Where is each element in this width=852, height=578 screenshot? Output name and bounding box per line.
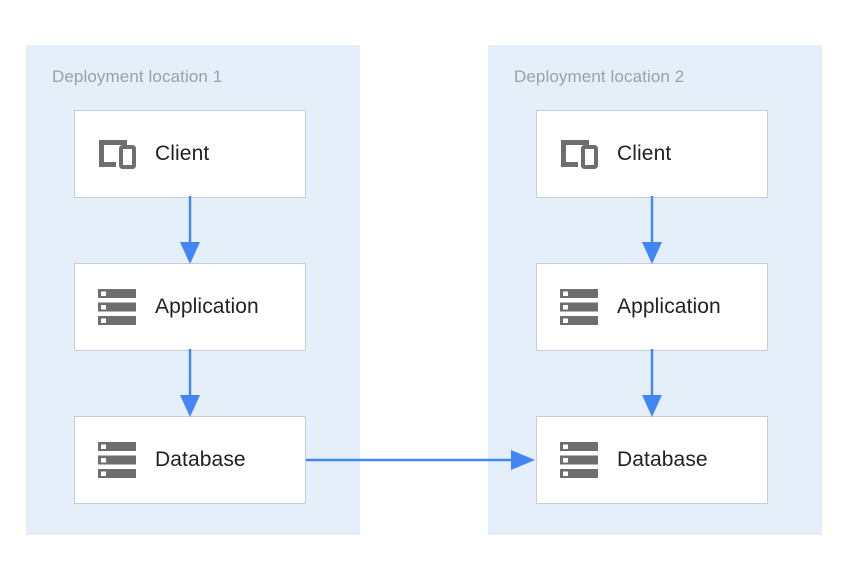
- node-application-2-label: Application: [617, 295, 721, 318]
- server-icon: [95, 439, 139, 481]
- node-database-2-label: Database: [617, 448, 708, 471]
- connector-client2-to-application2: [642, 196, 662, 264]
- connector-database1-to-database2: [306, 450, 535, 470]
- node-client-2[interactable]: Client: [536, 110, 768, 198]
- server-icon: [95, 286, 139, 328]
- node-database-1-label: Database: [155, 448, 246, 471]
- node-client-2-label: Client: [617, 142, 672, 165]
- node-database-1[interactable]: Database: [74, 416, 306, 504]
- connector-application2-to-database2: [642, 349, 662, 417]
- node-database-2[interactable]: Database: [536, 416, 768, 504]
- zone-2-title: Deployment location 2: [514, 67, 685, 86]
- devices-icon: [557, 133, 601, 175]
- node-client-1[interactable]: Client: [74, 110, 306, 198]
- node-application-1[interactable]: Application: [74, 263, 306, 351]
- server-icon: [557, 286, 601, 328]
- node-client-1-label: Client: [155, 142, 210, 165]
- connector-application1-to-database1: [180, 349, 200, 417]
- connector-client1-to-application1: [180, 196, 200, 264]
- server-icon: [557, 439, 601, 481]
- zone-1-title: Deployment location 1: [52, 67, 223, 86]
- node-application-2[interactable]: Application: [536, 263, 768, 351]
- devices-icon: [95, 133, 139, 175]
- node-application-1-label: Application: [155, 295, 259, 318]
